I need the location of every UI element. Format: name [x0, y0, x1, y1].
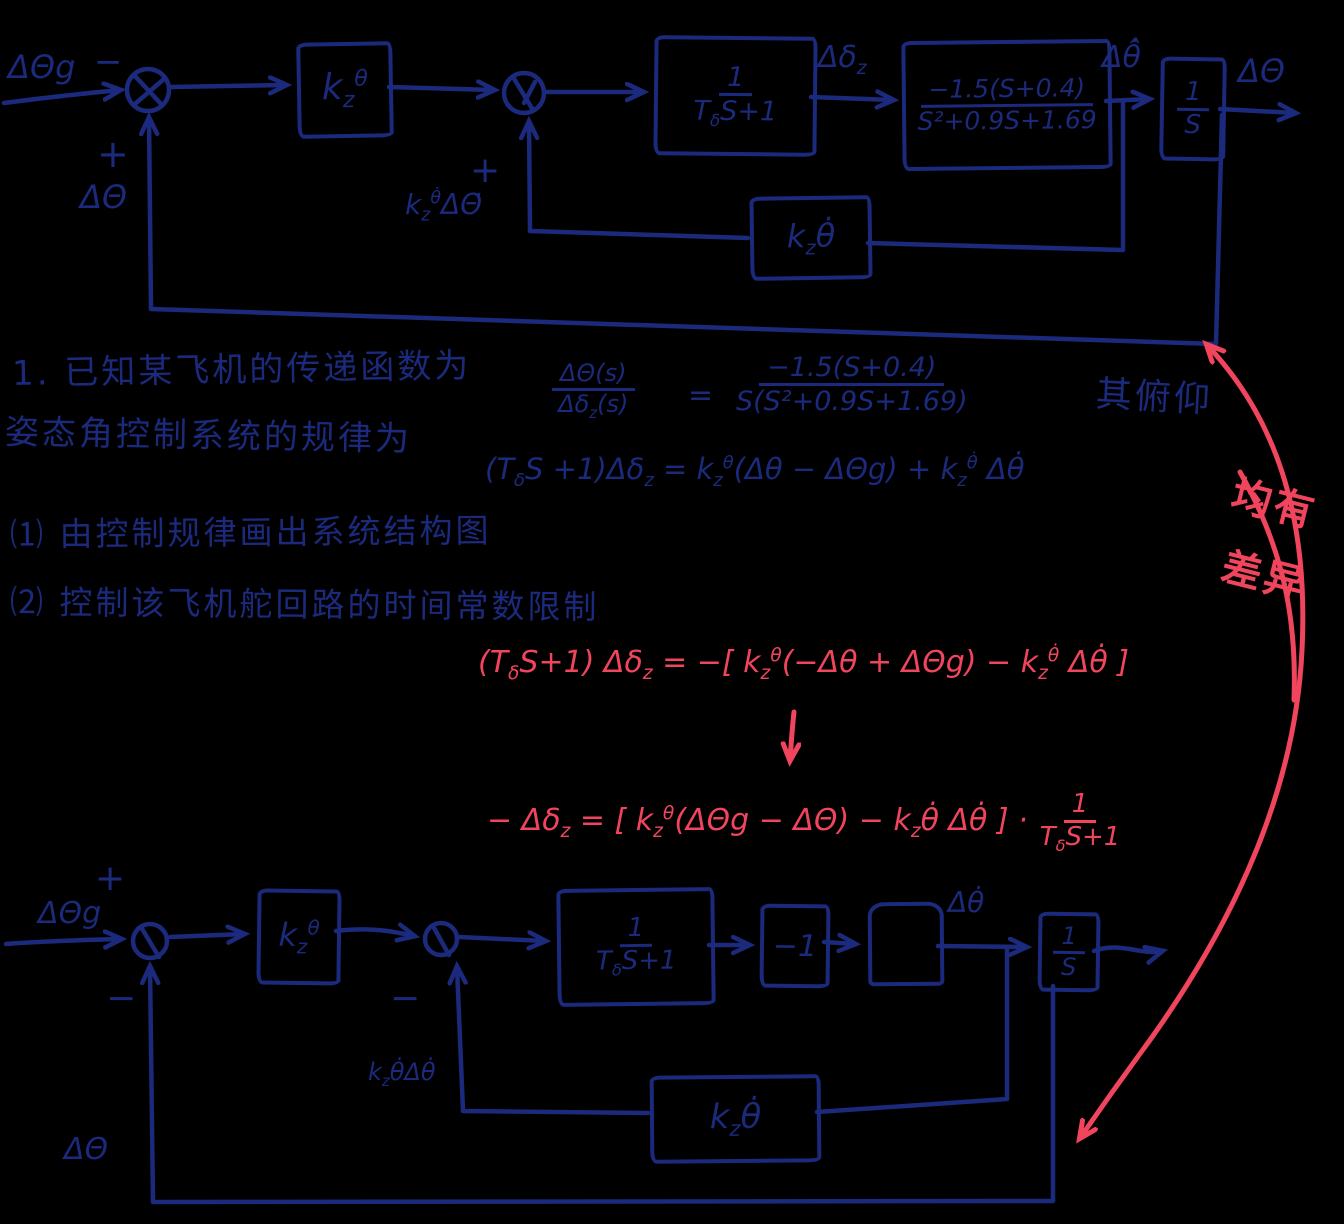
top-block-aircraft: −1.5(S+0.4) S²+0.9S+1.69 — [901, 38, 1113, 172]
red-eq2-frac-denominator: TδS+1 — [1039, 821, 1121, 856]
transfer-function-lhs: ΔΘ(s) Δδz(s) — [552, 359, 635, 422]
top-signal-delta-dz: Δδz — [818, 40, 867, 79]
problem-item-1: ⑴ 由控制规律画出系统结构图 — [9, 510, 492, 555]
top-integrator-numerator: 1 — [1176, 76, 1210, 111]
bottom-input-label: ΔΘg — [38, 896, 102, 931]
top-servo-denominator: TδS+1 — [693, 95, 778, 130]
top-block-rate-feedback: kzθ̇ — [749, 195, 873, 281]
tf-rhs-numerator: −1.5(S+0.4) — [759, 352, 945, 387]
bottom-signal-theta-rate: Δθ̇ — [948, 886, 985, 919]
bottom-rate-feedback-label: kzθ̇ — [709, 1096, 762, 1141]
tf-lhs-denominator: Δδz(s) — [558, 389, 629, 422]
top-sum1-feedback-label: ΔΘ — [80, 178, 128, 216]
red-equation-2-main: − Δδz = [ kzθ(ΔΘg − ΔΘ) − kzθ̇ Δθ̇ ] · — [487, 803, 1028, 843]
top-integrator-denominator: S — [1184, 109, 1202, 140]
red-equation-2: − Δδz = [ kzθ(ΔΘg − ΔΘ) − kzθ̇ Δθ̇ ] · 1… — [487, 789, 1124, 856]
bottom-sum-junction-1 — [130, 921, 170, 961]
problem-side-note: 其俯仰 — [1094, 373, 1214, 422]
red-eq2-frac-numerator: 1 — [1063, 789, 1097, 823]
transfer-function-equals: = — [688, 378, 714, 413]
bottom-sum2-feedback-label: kzθ̇Δθ̇ — [368, 1058, 436, 1090]
bottom-block-kz-theta: kzθ — [256, 888, 342, 986]
top-sum-junction-1 — [124, 66, 172, 114]
top-aircraft-denominator: S²+0.9S+1.69 — [917, 104, 1097, 136]
top-signal-theta-rate: Δθ̂̇ — [1102, 40, 1141, 75]
bottom-sum1-sign: − — [106, 978, 137, 1019]
transfer-function-rhs: −1.5(S+0.4) S(S²+0.9S+1.69) — [732, 352, 972, 417]
bottom-block-servo: 1 TδS+1 — [556, 887, 716, 1007]
bottom-block-minus-one-label: −1 — [772, 928, 818, 964]
bottom-block-integrator: 1 S — [1037, 911, 1101, 993]
bottom-sum-junction-2 — [422, 920, 460, 958]
top-sum2-feedback-sign: + — [470, 150, 501, 191]
top-diagram-wires — [1, 66, 1295, 347]
bottom-servo-numerator: 1 — [619, 913, 653, 948]
bottom-servo-denominator: TδS+1 — [595, 945, 677, 980]
bottom-block-minus-one: −1 — [759, 903, 831, 989]
bottom-integrator-denominator: S — [1060, 952, 1077, 981]
top-block-integrator: 1 S — [1159, 56, 1227, 162]
top-aircraft-numerator: −1.5(S+0.4) — [920, 73, 1094, 108]
bottom-input-sign: + — [95, 858, 126, 899]
red-equation-1: (TδS+1) Δδz = −[ kzθ(−Δθ + ΔΘg) − kzθ̇ Δ… — [478, 645, 1129, 684]
top-servo-numerator: 1 — [718, 61, 753, 96]
bottom-sum2-sign: − — [390, 978, 421, 1019]
top-output-label: ΔΘ — [1238, 52, 1286, 90]
bottom-integrator-numerator: 1 — [1053, 922, 1086, 954]
top-block-servo: 1 TδS+1 — [653, 35, 818, 157]
bottom-block-rate-feedback: kzθ̇ — [649, 1074, 822, 1164]
bottom-outer-feedback-label: ΔΘ — [64, 1132, 109, 1167]
top-input-sign: − — [94, 42, 123, 82]
tf-lhs-numerator: ΔΘ(s) — [552, 359, 635, 391]
top-input-label: ΔΘg — [8, 48, 76, 86]
tf-rhs-denominator: S(S²+0.9S+1.69) — [736, 386, 968, 418]
problem-line-1: 1. 已知某飞机的传递函数为 — [11, 345, 472, 395]
top-block-kz-theta-label: kzθ — [321, 66, 369, 114]
top-sum1-feedback-sign: + — [97, 132, 129, 176]
control-law-equation: (TδS +1)Δδz = kzθ(Δθ − ΔΘg) + kzθ̇ Δθ̇ — [485, 452, 1025, 491]
bottom-block-empty — [867, 901, 945, 987]
bottom-block-kz-theta-label: kzθ — [278, 915, 320, 959]
problem-line-2: 姿态角控制系统的规律为 — [4, 412, 413, 460]
red-annotation-strokes — [790, 345, 1306, 1138]
top-sum2-feedback-label: kzθ̇ΔΘ̇ — [405, 188, 483, 226]
top-sum-junction-2 — [501, 70, 547, 116]
problem-item-2: ⑵ 控制该飞机舵回路的时间常数限制 — [9, 582, 600, 627]
top-rate-feedback-label: kzθ̇ — [786, 216, 836, 260]
top-block-kz-theta: kzθ — [296, 41, 394, 139]
